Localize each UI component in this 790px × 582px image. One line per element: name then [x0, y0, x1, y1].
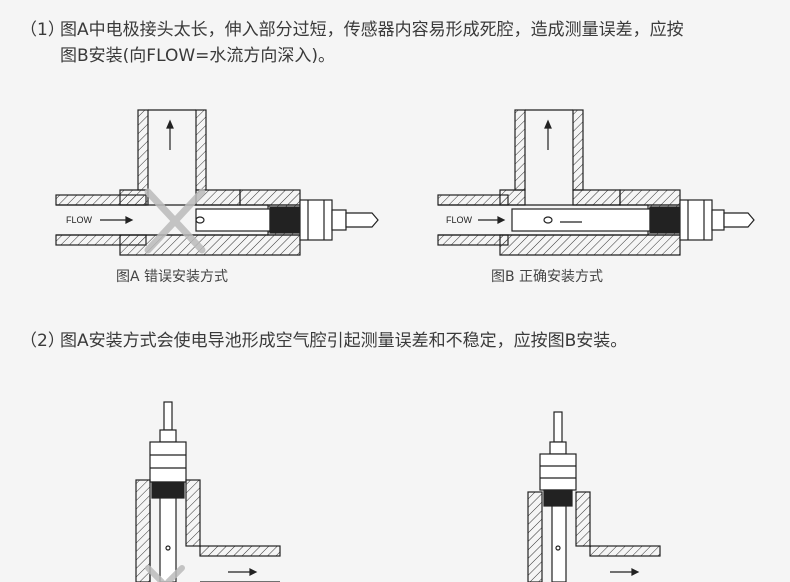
- paragraph-1-line-2: 图B安装(向FLOW=水流方向深入)。: [60, 46, 336, 66]
- flow-arrows-b: [478, 119, 552, 224]
- flow-label-b: FLOW: [446, 215, 473, 225]
- wrong-x-mark: [144, 188, 206, 254]
- paragraph-2-line-1: 图A安装方式会使电导池形成空气腔引起测量误差和不稳定，应按图B安装。: [60, 331, 628, 351]
- electrode-b: [511, 199, 755, 241]
- paragraph-1-line-1: 图A中电极接头太长，伸入部分过短，传感器内容易形成死腔，造成测量误差，应按: [60, 20, 684, 40]
- paragraph-1-index: （1）: [20, 20, 65, 40]
- electrode-a: [195, 199, 379, 241]
- paragraph-2: （2）图A安装方式会使电导池形成空气腔引起测量误差和不稳定，应按图B安装。: [20, 328, 780, 354]
- figure-a-caption: 图A 错误安装方式: [116, 269, 229, 285]
- figure-b-caption: 图B 正确安装方式: [491, 269, 604, 285]
- tee-fitting-b: [437, 109, 681, 256]
- paragraph-1: （1）图A中电极接头太长，伸入部分过短，传感器内容易形成死腔，造成测量误差，应按…: [20, 17, 780, 69]
- flow-label-a: FLOW: [66, 215, 93, 225]
- paragraph-2-index: （2）: [20, 331, 65, 351]
- flow-arrows-a: [100, 119, 174, 224]
